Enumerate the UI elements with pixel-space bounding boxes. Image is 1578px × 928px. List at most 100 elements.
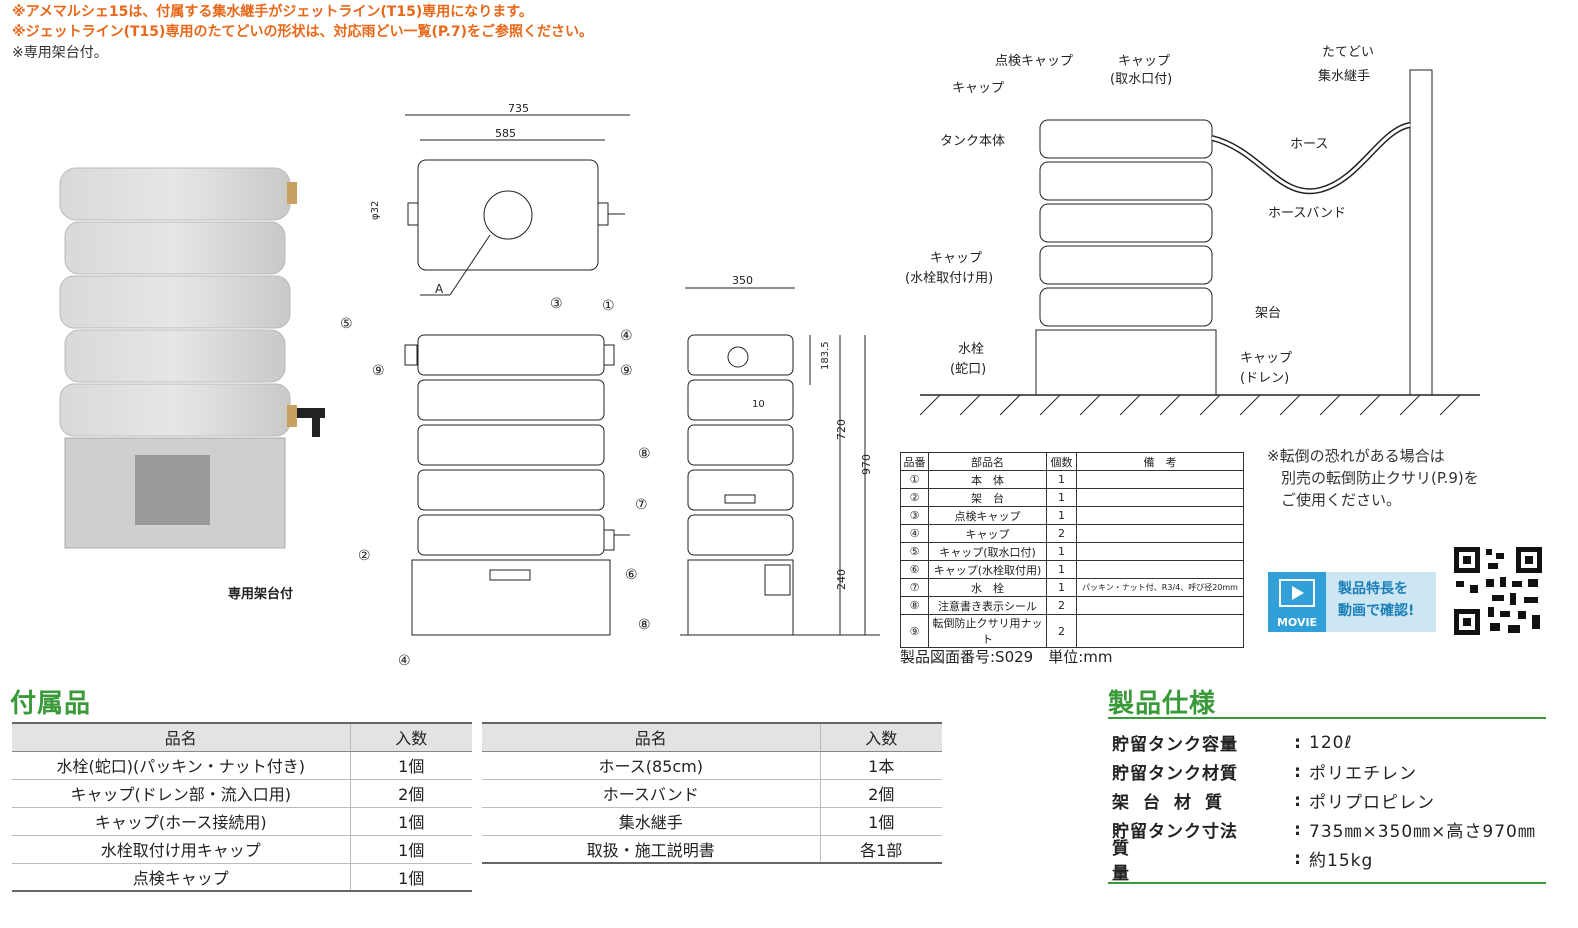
dim-585: 585: [495, 127, 516, 140]
marker-8a: ⑧: [638, 446, 651, 462]
label-cap-faucet-2: (水栓取付け用): [905, 271, 993, 286]
acc-item-qty: 1個: [349, 835, 472, 864]
acc-item-name: キャップ(ドレン部・流入口用): [12, 779, 350, 808]
table-row: 水栓(蛇口)(パッキン・ナット付き)1個: [12, 751, 472, 780]
marker-1: ①: [602, 298, 615, 314]
product-photo: [59, 167, 325, 549]
spec-title: 製品仕様: [1108, 689, 1217, 719]
spec-row-capacity: 貯留タンク容量 : 120ℓ: [1112, 728, 1544, 757]
spec-label: 貯留タンク寸法: [1112, 822, 1238, 842]
marker-8b: ⑧: [638, 617, 651, 633]
parts-header-name: 部品名: [928, 452, 1047, 471]
parts-header-qty: 個数: [1046, 452, 1077, 471]
parts-note: [1076, 560, 1244, 579]
spec-label: 貯留タンク容量: [1112, 735, 1238, 755]
install-illustration: たてどい 集水継手 点検キャップ キャップ (取水口付) キャップ タンク本体 …: [905, 45, 1480, 416]
acc-item-name: 水栓取付け用キャップ: [12, 835, 350, 864]
parts-qty: 1: [1046, 488, 1077, 507]
parts-qty: 1: [1046, 506, 1077, 525]
parts-no: ④: [900, 524, 929, 543]
parts-note: [1076, 542, 1244, 561]
parts-name: キャップ: [928, 524, 1047, 543]
spec-value: 約15kg: [1309, 851, 1374, 871]
parts-qty: 2: [1046, 596, 1077, 615]
fall-note: ※転倒の恐れがある場合は 別売の転倒防止クサリ(P.9)を ご使用ください。: [1267, 445, 1479, 511]
fall-note-line-1: ※転倒の恐れがある場合は: [1267, 447, 1445, 465]
parts-name: 水 栓: [928, 578, 1047, 597]
parts-note: [1076, 524, 1244, 543]
spec-colon: :: [1294, 790, 1302, 811]
acc-item-name: キャップ(ホース接続用): [12, 807, 350, 836]
parts-no: ⑥: [900, 560, 929, 579]
movie-badge[interactable]: MOVIE: [1268, 572, 1326, 632]
acc-left-header-name: 品名: [12, 722, 350, 752]
play-icon: [1279, 579, 1315, 607]
table-row: 取扱・施工説明書各1部: [482, 835, 942, 864]
parts-footer: 製品図面番号:S029 単位:mm: [900, 648, 1113, 666]
acc-item-name: ホース(85cm): [482, 751, 820, 780]
spec-row-weight: 質量 : 約15kg: [1112, 839, 1544, 884]
acc-item-qty: 各1部: [819, 835, 942, 864]
acc-item-qty: 1本: [819, 751, 942, 780]
movie-text[interactable]: 製品特長を 動画で確認!: [1326, 572, 1436, 632]
movie-text-1: 製品特長を: [1338, 581, 1408, 597]
marker-4b: ④: [398, 653, 411, 669]
label-hose: ホース: [1290, 137, 1328, 152]
parts-header-note: 備 考: [1076, 452, 1244, 471]
acc-item-qty: 1個: [349, 751, 472, 780]
parts-name: 架 台: [928, 488, 1047, 507]
parts-no: ⑤: [900, 542, 929, 561]
acc-item-name: 水栓(蛇口)(パッキン・ナット付き): [12, 751, 350, 780]
acc-item-qty: 1個: [349, 863, 472, 892]
accessories-table-left: 品名 入数 水栓(蛇口)(パッキン・ナット付き)1個 キャップ(ドレン部・流入口…: [12, 722, 472, 892]
photo-caption: 専用架台付: [228, 587, 294, 602]
parts-note: [1076, 506, 1244, 525]
label-cap-drain: キャップ: [1240, 351, 1292, 366]
acc-item-name: 取扱・施工説明書: [482, 835, 820, 864]
acc-item-qty: 2個: [819, 779, 942, 808]
parts-note: [1076, 488, 1244, 507]
parts-header-no: 品番: [900, 452, 929, 471]
fall-note-line-2: 別売の転倒防止クサリ(P.9)を: [1281, 469, 1479, 487]
marker-3: ③: [550, 296, 563, 312]
marker-5: ⑤: [340, 316, 353, 332]
parts-note: パッキン・ナット付、R3/4、呼び径20mm: [1076, 578, 1244, 597]
label-faucet-2: (蛇口): [950, 362, 986, 377]
acc-right-header-qty: 入数: [819, 722, 942, 752]
table-row: キャップ(ドレン部・流入口用)2個: [12, 779, 472, 808]
label-tatedoi: たてどい: [1322, 45, 1374, 60]
label-shusui: 集水継手: [1318, 68, 1370, 84]
spec-value: ポリプロピレン: [1309, 793, 1435, 813]
qr-code-icon[interactable]: [1452, 545, 1544, 637]
marker-6: ⑥: [625, 567, 638, 583]
acc-item-name: 集水継手: [482, 807, 820, 836]
parts-name: 転倒防止クサリ用ナット: [928, 614, 1047, 648]
acc-item-name: ホースバンド: [482, 779, 820, 808]
dim-720: 720: [835, 419, 848, 440]
spec-colon: :: [1294, 819, 1302, 840]
note-line-3: ※専用架台付。: [12, 45, 108, 61]
acc-item-qty: 1個: [819, 807, 942, 836]
fall-note-line-3: ご使用ください。: [1281, 491, 1402, 509]
label-hoseband: ホースバンド: [1268, 206, 1346, 221]
parts-qty: 2: [1046, 614, 1077, 648]
marker-4a: ④: [620, 328, 633, 344]
label-cap: キャップ: [952, 81, 1004, 96]
parts-name: 本 体: [928, 470, 1047, 489]
spec-colon: :: [1294, 732, 1302, 753]
parts-name: キャップ(水栓取付用): [928, 560, 1047, 579]
marker-7: ⑦: [635, 497, 648, 513]
table-row: ホース(85cm)1本: [482, 751, 942, 780]
accessories-title: 付属品: [10, 689, 92, 719]
